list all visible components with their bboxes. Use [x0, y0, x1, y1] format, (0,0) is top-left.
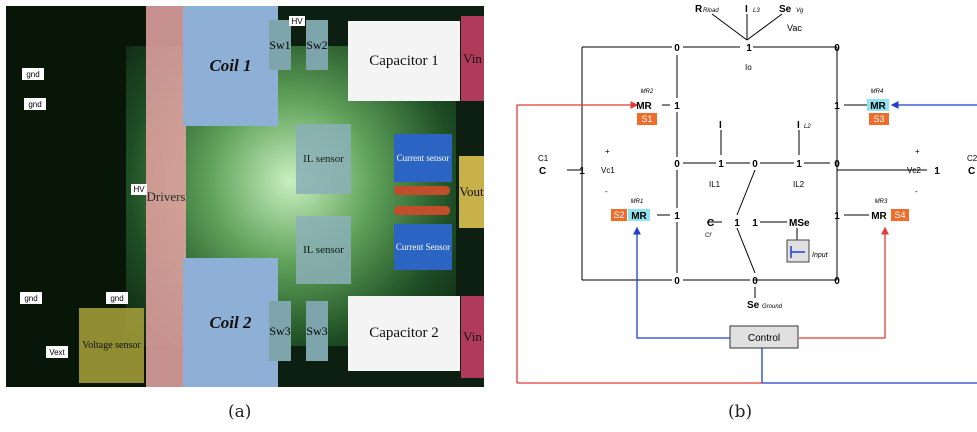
junction-il1: 1	[718, 159, 724, 170]
svg-text:MR: MR	[636, 101, 652, 112]
il3-sub: L3	[753, 8, 760, 14]
junction-mr4: 1	[834, 101, 840, 112]
cf-label: C	[707, 218, 714, 229]
junction-c2: 1	[934, 166, 940, 177]
svg-text:S2: S2	[613, 210, 624, 220]
caption-a: (a)	[228, 402, 251, 422]
gnd-tag-3: gnd	[20, 292, 42, 304]
gnd-tag-4: gnd	[106, 292, 128, 304]
rload-label: R	[695, 4, 703, 15]
il3-label: I	[745, 4, 748, 15]
il2-label: IL2	[793, 180, 805, 189]
c1-label: C1	[538, 154, 549, 163]
i-right-sub: L2	[804, 124, 811, 130]
vc1-minus: -	[605, 187, 608, 196]
junction-top-right: 0	[834, 43, 840, 54]
vout-label: Vout	[459, 156, 484, 228]
junction-top-left: 0	[674, 43, 680, 54]
capacitor1-label: Capacitor 1	[348, 21, 460, 101]
resistor-1	[394, 186, 450, 195]
resistor-2	[394, 206, 450, 215]
svg-text:MR1: MR1	[631, 199, 644, 205]
drivers-label: Drivers	[146, 6, 186, 387]
vc2-plus: +	[915, 147, 920, 156]
c1-symbol: C	[539, 166, 546, 177]
svg-text:S4: S4	[894, 210, 905, 220]
mr3-switch: MR3 MR S4	[871, 199, 909, 222]
hv-tag-2: HV	[289, 16, 305, 26]
il1-label: IL1	[709, 180, 721, 189]
junction-mr3: 1	[834, 211, 840, 222]
vin-top-label: Vin	[461, 16, 484, 101]
svg-text:MR4: MR4	[871, 89, 884, 95]
sw3a-label: Sw3	[269, 301, 291, 361]
svg-text:MR2: MR2	[641, 89, 654, 95]
il-sensor-top-label: IL sensor	[296, 124, 351, 194]
c2-symbol: C	[968, 166, 975, 177]
junction-mid-right: 0	[834, 159, 840, 170]
c2-label: C2	[967, 154, 977, 163]
vac-label: Vac	[787, 23, 802, 33]
capacitor2-label: Capacitor 2	[348, 296, 460, 371]
vext-tag: Vext	[46, 346, 68, 358]
gnd-tag-2: gnd	[24, 98, 46, 110]
coil2-block: Coil 2	[183, 258, 278, 387]
junction-bottom-mid: 0	[752, 276, 758, 287]
current-sensor-bottom-label: Current Sensor	[394, 224, 452, 270]
svg-text:MR: MR	[871, 211, 887, 222]
svg-text:MR3: MR3	[875, 199, 888, 205]
svg-text:MR: MR	[631, 211, 647, 222]
junction-mid-left: 0	[674, 159, 680, 170]
i-right-label: I	[797, 120, 800, 131]
sw2-label: Sw2	[306, 20, 328, 70]
junction-bottom-left: 0	[674, 276, 680, 287]
se-ground-sub: Ground	[762, 304, 783, 310]
mse-label: MSe	[789, 218, 810, 229]
input-label: Input	[812, 252, 829, 259]
junction-mse: 1	[752, 218, 758, 229]
mr2-switch: MR2 MR S1	[636, 89, 657, 125]
current-sensor-top-label: Current sensor	[394, 134, 452, 182]
caption-b: (b)	[728, 402, 752, 422]
vin-bottom-label: Vin	[461, 296, 484, 378]
junction-top-mid: 1	[746, 43, 752, 54]
i-left-label: I	[719, 120, 722, 131]
coil1-block: Coil 1	[183, 6, 278, 126]
io-label: Io	[745, 63, 752, 72]
bond-graph: Control MR2 MR S1 MR4 MR S3 MR1 S2 MR MR…	[497, 0, 977, 395]
junction-cf: 1	[734, 218, 740, 229]
gnd-tag-1: gnd	[22, 68, 44, 80]
junction-bottom-right: 0	[834, 276, 840, 287]
il-sensor-bottom-label: IL sensor	[296, 216, 351, 284]
voltage-sensor-label: Voltage sensor	[79, 308, 144, 383]
mr4-switch: MR4 MR S3	[867, 89, 889, 125]
svg-text:MR: MR	[870, 101, 886, 112]
mr1-switch: MR1 S2 MR	[611, 199, 650, 222]
coil2-label: Coil 2	[209, 313, 251, 333]
sw1-label: Sw1	[269, 20, 291, 70]
vc1-plus: +	[605, 147, 610, 156]
vc1-label: Vc1	[601, 166, 615, 175]
pcb-photo: Drivers Coil 1 Coil 2 Sw1 Sw2 Sw3 Sw3 Ca…	[6, 6, 484, 387]
junction-c1: 1	[579, 166, 585, 177]
vg-sub: Vg	[796, 8, 804, 14]
coil1-label: Coil 1	[209, 56, 251, 76]
hv-tag-1: HV	[131, 184, 147, 195]
vc2-minus: -	[915, 187, 918, 196]
junction-center: 0	[752, 159, 758, 170]
cf-sub: Cf	[705, 233, 712, 239]
svg-text:S1: S1	[641, 114, 652, 124]
sw3b-label: Sw3	[306, 301, 328, 361]
control-label: Control	[748, 333, 780, 344]
vg-label: Se	[779, 4, 792, 15]
se-ground-label: Se	[747, 300, 760, 311]
junction-mr1: 1	[674, 211, 680, 222]
junction-mr2: 1	[674, 101, 680, 112]
rload-sub: Rload	[703, 8, 719, 14]
svg-text:S3: S3	[873, 114, 884, 124]
junction-il2: 1	[796, 159, 802, 170]
vc2-label: Vc2	[907, 166, 921, 175]
